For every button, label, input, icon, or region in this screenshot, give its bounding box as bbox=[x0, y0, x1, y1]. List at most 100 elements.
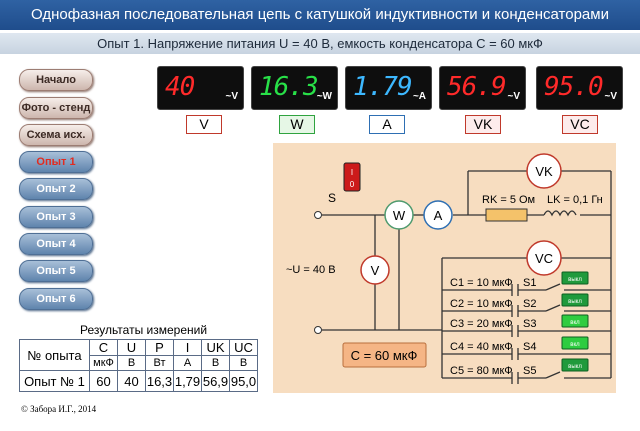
capacitor-4-toggle-label: вкл bbox=[570, 342, 580, 348]
header-p: P bbox=[145, 339, 174, 356]
nav-experiment-5-button[interactable]: Опыт 5 bbox=[19, 260, 93, 282]
switch-s-label: S bbox=[328, 191, 336, 205]
capacitor-bank bbox=[442, 283, 611, 384]
ammeter-unit: ~A bbox=[412, 91, 426, 102]
unit-p: Вт bbox=[145, 355, 174, 371]
nav-experiment-6-button[interactable]: Опыт 6 bbox=[19, 288, 93, 310]
row-i: 1,79 bbox=[173, 370, 202, 392]
ammeter-symbol-label: A bbox=[434, 208, 443, 223]
header-uc: UC bbox=[229, 339, 258, 356]
voltmeter-unit: ~V bbox=[225, 91, 238, 102]
switch-3-label: S3 bbox=[523, 318, 536, 330]
row-experiment: Опыт № 1 bbox=[19, 370, 90, 392]
capacitor-5-toggle-button[interactable] bbox=[561, 358, 589, 372]
capacitor-voltmeter-symbol bbox=[526, 240, 562, 276]
ammeter-label: A bbox=[369, 115, 405, 134]
capacitor-3-toggle-button[interactable] bbox=[561, 314, 589, 328]
terminal-top bbox=[314, 211, 322, 219]
coil-resistance bbox=[485, 208, 528, 222]
switch-5-label: S5 bbox=[523, 365, 536, 377]
wattmeter-display: 16.3 ~W bbox=[251, 66, 338, 110]
header-experiment: № опыта bbox=[19, 339, 90, 371]
supply-voltage-label: ~U = 40 В bbox=[286, 264, 336, 276]
voltmeter-symbol bbox=[360, 255, 390, 285]
nav-experiment-2-button[interactable]: Опыт 2 bbox=[19, 178, 93, 200]
capacitor-5-label: C5 = 80 мкФ bbox=[450, 365, 513, 377]
coil-inductance bbox=[543, 210, 577, 217]
power-switch-off-mark: 0 bbox=[350, 180, 355, 189]
voltmeter-value: 40 bbox=[165, 72, 195, 102]
capacitor-2-toggle-label: выкл bbox=[568, 299, 582, 305]
coil-voltmeter-label: VK bbox=[465, 115, 501, 134]
row-c: 60 bbox=[89, 370, 118, 392]
capacitor-1-toggle-label: выкл bbox=[568, 277, 582, 283]
app-title: Однофазная последовательная цепь с катуш… bbox=[0, 0, 640, 30]
nav-start-button[interactable]: Начало bbox=[19, 69, 93, 91]
unit-u: В bbox=[117, 355, 146, 371]
coil-resistance-label: RK = 5 Ом bbox=[482, 194, 535, 206]
capacitor-4-label: C4 = 40 мкФ bbox=[450, 341, 513, 353]
voltmeter-label: V bbox=[186, 115, 222, 134]
ammeter-symbol bbox=[423, 200, 453, 230]
unit-uc: В bbox=[229, 355, 258, 371]
nav-source-scheme-button[interactable]: Схема исх. bbox=[19, 124, 93, 146]
capacitor-4-toggle-button[interactable] bbox=[561, 336, 589, 350]
circuit-wires bbox=[322, 170, 612, 378]
nav-photo-stand-button[interactable]: Фото - стенд bbox=[19, 97, 93, 119]
header-i: I bbox=[173, 339, 202, 356]
wattmeter-label: W bbox=[279, 115, 315, 134]
row-uc: 95,0 bbox=[229, 370, 258, 392]
power-switch[interactable] bbox=[343, 162, 361, 192]
results-title: Результаты измерений bbox=[80, 323, 208, 337]
terminal-bottom bbox=[314, 326, 322, 334]
wattmeter-unit: ~W bbox=[316, 91, 332, 102]
unit-c: мкФ bbox=[89, 355, 118, 371]
nav-experiment-1-button[interactable]: Опыт 1 bbox=[19, 151, 93, 173]
circuit-panel bbox=[273, 143, 616, 393]
header-c: C bbox=[89, 339, 118, 356]
coil-inductance-label: LK = 0,1 Гн bbox=[547, 194, 603, 206]
wattmeter-symbol-label: W bbox=[393, 208, 406, 223]
capacitor-3-label: C3 = 20 мкФ bbox=[450, 318, 513, 330]
capacitor-1-label: C1 = 10 мкФ bbox=[450, 277, 513, 289]
header-u: U bbox=[117, 339, 146, 356]
capacitor-2-label: C2 = 10 мкФ bbox=[450, 298, 513, 310]
experiment-subtitle: Опыт 1. Напряжение питания U = 40 В, емк… bbox=[0, 33, 640, 54]
row-uk: 56,9 bbox=[201, 370, 230, 392]
switch-2-label: S2 bbox=[523, 298, 536, 310]
switch-1-label: S1 bbox=[523, 277, 536, 289]
wattmeter-value: 16.3 bbox=[259, 72, 319, 102]
results-table: № опыта C U P I UK UC мкФ В Вт А В В Опы… bbox=[19, 339, 258, 392]
capacitor-1-toggle-button[interactable] bbox=[561, 271, 589, 285]
coil-voltmeter-symbol-label: VK bbox=[535, 164, 553, 179]
nav-experiment-4-button[interactable]: Опыт 4 bbox=[19, 233, 93, 255]
coil-voltmeter-symbol bbox=[526, 153, 562, 189]
table-header-row: № опыта C U P I UK UC bbox=[19, 339, 258, 371]
capacitor-voltmeter-value: 95.0 bbox=[544, 72, 604, 102]
unit-i: А bbox=[173, 355, 202, 371]
ammeter-value: 1.79 bbox=[353, 72, 413, 102]
row-p: 16,3 bbox=[145, 370, 174, 392]
table-units-row: мкФ В Вт А В В bbox=[20, 355, 258, 371]
voltmeter-display: 40 ~V bbox=[157, 66, 244, 110]
capacitor-5-toggle-label: выкл bbox=[568, 364, 582, 370]
capacitor-voltmeter-display: 95.0 ~V bbox=[536, 66, 623, 110]
coil-voltmeter-unit: ~V bbox=[507, 91, 520, 102]
table-row: Опыт № 1 60 40 16,3 1,79 56,9 95,0 bbox=[19, 370, 258, 392]
capacitor-voltmeter-unit: ~V bbox=[604, 91, 617, 102]
capacitor-2-toggle-button[interactable] bbox=[561, 293, 589, 307]
unit-uk: В bbox=[201, 355, 230, 371]
capacitor-3-toggle-label: вкл bbox=[570, 320, 580, 326]
header-uk: UK bbox=[201, 339, 230, 356]
capacitance-badge-label: C = 60 мкФ bbox=[351, 348, 418, 363]
voltmeter-symbol-label: V bbox=[371, 263, 380, 278]
coil-voltmeter-display: 56.9 ~V bbox=[439, 66, 526, 110]
wattmeter-symbol bbox=[384, 200, 414, 230]
copyright: © Забора И.Г., 2014 bbox=[21, 404, 97, 414]
capacitor-voltmeter-label: VC bbox=[562, 115, 598, 134]
ammeter-display: 1.79 ~A bbox=[345, 66, 432, 110]
capacitor-voltmeter-symbol-label: VC bbox=[535, 251, 553, 266]
row-u: 40 bbox=[117, 370, 146, 392]
nav-experiment-3-button[interactable]: Опыт 3 bbox=[19, 206, 93, 228]
